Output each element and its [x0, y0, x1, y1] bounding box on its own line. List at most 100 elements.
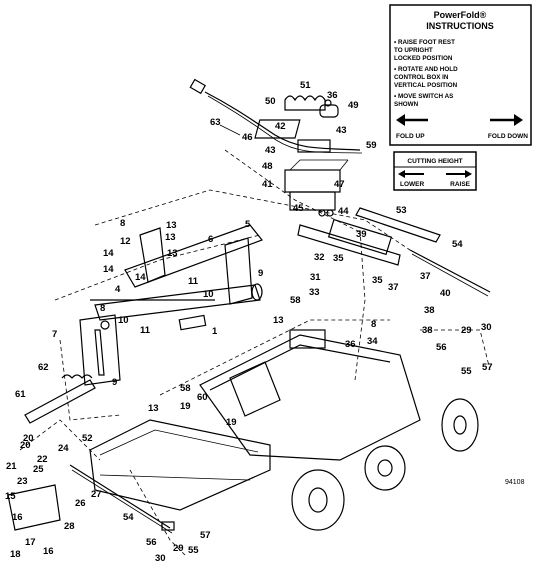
callout-19: 19 [226, 417, 237, 428]
callout-37: 37 [420, 271, 431, 282]
callout-54: 54 [123, 512, 134, 523]
callout-61: 61 [15, 389, 26, 400]
cutting-height-title: CUTTING HEIGHT [407, 158, 462, 165]
callout-39: 39 [356, 229, 367, 240]
callout-45: 45 [293, 203, 304, 214]
decal-step-line-8: SHOWN [394, 101, 419, 108]
decal-step-line-1: • RAISE FOOT REST [394, 39, 455, 46]
callout-23: 23 [17, 476, 28, 487]
callout-25: 25 [33, 464, 44, 475]
callout-52: 52 [82, 433, 93, 444]
callout-32: 32 [314, 252, 325, 263]
callout-56: 56 [146, 537, 157, 548]
decal-step-line-3: LOCKED POSITION [394, 55, 453, 62]
fold-down-label: FOLD DOWN [488, 133, 528, 140]
callout-38: 38 [422, 325, 433, 336]
lower-label: LOWER [400, 181, 424, 188]
callout-56: 56 [436, 342, 447, 353]
figure-id: 94108 [505, 479, 525, 486]
callout-60: 60 [197, 392, 208, 403]
callout-7: 7 [52, 329, 57, 340]
callout-42: 42 [275, 121, 286, 132]
callout-11: 11 [140, 325, 151, 336]
side-shield [7, 484, 61, 531]
mower-deck [199, 329, 421, 461]
callout-13: 13 [165, 232, 176, 243]
callout-36: 36 [345, 339, 356, 350]
callout-20: 20 [20, 440, 31, 451]
callout-34: 34 [367, 336, 378, 347]
callout-13: 13 [167, 248, 178, 259]
callout-21: 21 [6, 461, 17, 472]
callout-51: 51 [300, 80, 311, 91]
callout-62: 62 [38, 362, 49, 373]
rear-wheel-right [441, 398, 479, 452]
callout-24: 24 [58, 443, 69, 454]
switch-assembly [254, 95, 339, 153]
callout-55: 55 [461, 366, 472, 377]
callout-33: 33 [309, 287, 320, 298]
decal-step-line-4: • ROTATE AND HOLD [394, 66, 458, 73]
callout-16: 16 [43, 546, 54, 557]
raise-label: RAISE [450, 181, 471, 188]
callout-58: 58 [290, 295, 301, 306]
decal-title-instructions: INSTRUCTIONS [426, 21, 494, 31]
callout-37: 37 [388, 282, 399, 293]
callout-49: 49 [348, 100, 359, 111]
callout-14: 14 [135, 272, 146, 283]
callout-6: 6 [208, 234, 213, 245]
callout-53: 53 [396, 205, 407, 216]
decal-step-line-2: TO UPRIGHT [394, 47, 433, 54]
callout-44: 44 [338, 206, 349, 217]
callout-38: 38 [424, 305, 435, 316]
decal-step-line-6: VERTICAL POSITION [394, 82, 458, 89]
callout-58: 58 [180, 383, 191, 394]
callout-10: 10 [203, 289, 214, 300]
callout-16: 16 [12, 512, 23, 523]
foot-rest-plate [89, 419, 271, 511]
lower-arrow-icon [398, 170, 424, 178]
control-box [284, 159, 349, 217]
front-wheel-left [291, 469, 345, 531]
callout-29: 29 [461, 325, 472, 336]
callout-35: 35 [372, 275, 383, 286]
callout-40: 40 [440, 288, 451, 299]
callout-63: 63 [210, 117, 221, 128]
callout-27: 27 [91, 489, 102, 500]
callout-46: 46 [242, 132, 253, 143]
cutting-height-decal: CUTTING HEIGHT LOWER RAISE [393, 151, 477, 191]
callout-57: 57 [482, 362, 493, 373]
callout-22: 22 [37, 454, 48, 465]
callout-57: 57 [200, 530, 211, 541]
callout-43: 43 [336, 125, 347, 136]
callout-17: 17 [25, 537, 36, 548]
callout-50: 50 [265, 96, 276, 107]
callout-15: 15 [5, 491, 16, 502]
callout-8: 8 [120, 218, 125, 229]
raise-arrow-icon [446, 170, 472, 178]
callout-8: 8 [371, 319, 376, 330]
callout-14: 14 [103, 248, 114, 259]
callout-55: 55 [188, 545, 199, 556]
callout-9: 9 [258, 268, 263, 279]
callout-11: 11 [188, 276, 199, 287]
actuator-and-rods [297, 207, 491, 297]
powerfold-instructions-decal: PowerFold® INSTRUCTIONS • RAISE FOOT RES… [389, 4, 532, 146]
callout-30: 30 [155, 553, 166, 564]
decal-title-brand: PowerFold® [434, 10, 487, 20]
decal-step-line-7: • MOVE SWITCH AS [394, 93, 453, 100]
callout-47: 47 [334, 179, 345, 190]
callout-48: 48 [262, 161, 273, 172]
front-lift-bracket [79, 314, 121, 386]
callout-26: 26 [75, 498, 86, 509]
callout-12: 12 [120, 236, 131, 247]
callout-13: 13 [148, 403, 159, 414]
callout-54: 54 [452, 239, 463, 250]
callout-13: 13 [273, 315, 284, 326]
lower-rod [69, 464, 175, 534]
front-wheel-center [364, 445, 406, 491]
callout-19: 19 [180, 401, 191, 412]
callout-41: 41 [262, 179, 273, 190]
